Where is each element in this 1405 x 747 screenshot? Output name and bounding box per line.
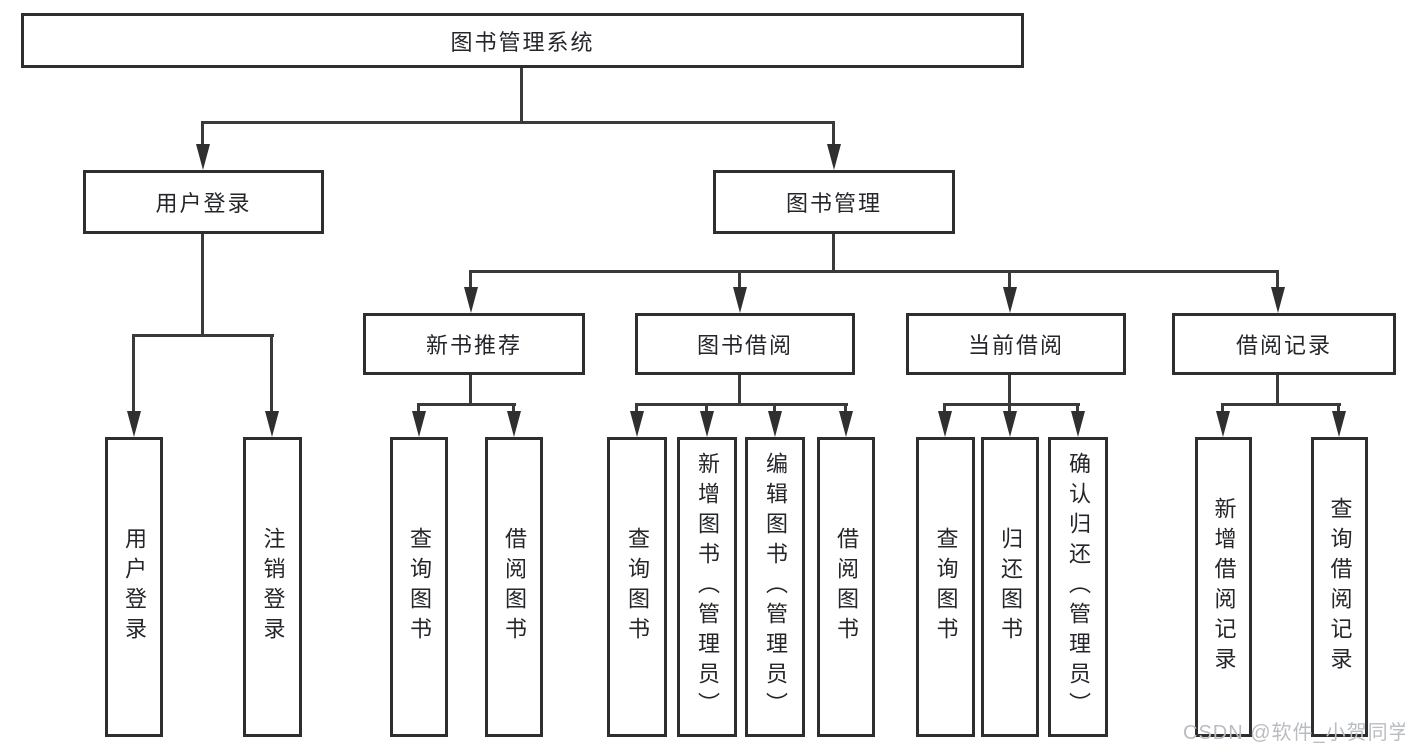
node-library-system-label: 图书管理系统 bbox=[450, 29, 595, 55]
connector-line bbox=[844, 405, 847, 414]
leaf-query-books-recommend-label: 查询图书 bbox=[407, 527, 432, 647]
connector-line bbox=[635, 405, 638, 414]
leaf-confirm-return-admin-label: 确认归还（管理员） bbox=[1066, 452, 1091, 722]
leaf-logout: 注销登录 bbox=[243, 437, 302, 737]
arrow-down-icon bbox=[196, 144, 210, 170]
node-borrowing-records-label: 借阅记录 bbox=[1235, 333, 1332, 358]
leaf-confirm-return-admin: 确认归还（管理员） bbox=[1048, 437, 1108, 737]
connector-line bbox=[1337, 405, 1340, 414]
connector-line bbox=[469, 375, 472, 405]
connector-line bbox=[132, 336, 135, 414]
connector-line bbox=[1008, 375, 1011, 405]
arrow-down-icon bbox=[412, 411, 426, 437]
leaf-borrow-books-label: 借阅图书 bbox=[834, 527, 859, 647]
arrow-down-icon bbox=[630, 411, 644, 437]
leaf-return-books-label: 归还图书 bbox=[998, 527, 1023, 647]
arrow-down-icon bbox=[733, 287, 747, 313]
leaf-borrow-books-recommend-label: 借阅图书 bbox=[502, 527, 527, 647]
leaf-add-books-admin: 新增图书（管理员） bbox=[677, 437, 737, 737]
node-book-management-label: 图书管理 bbox=[785, 191, 882, 216]
connector-line bbox=[1276, 375, 1279, 405]
leaf-edit-books-admin: 编辑图书（管理员） bbox=[745, 437, 805, 737]
arrow-down-icon bbox=[938, 411, 952, 437]
node-current-borrowing-label: 当前借阅 bbox=[967, 333, 1064, 358]
connector-line bbox=[738, 375, 741, 405]
connector-line bbox=[1221, 403, 1341, 406]
connector-line bbox=[1008, 405, 1011, 414]
leaf-query-books-current-label: 查询图书 bbox=[933, 527, 959, 647]
node-book-management: 图书管理 bbox=[713, 170, 955, 234]
leaf-query-books-recommend: 查询图书 bbox=[390, 437, 448, 737]
connector-line bbox=[201, 121, 835, 124]
connector-line bbox=[832, 234, 835, 272]
leaf-query-borrow-record-label: 查询借阅记录 bbox=[1327, 497, 1353, 677]
arrow-down-icon bbox=[1003, 287, 1017, 313]
arrow-down-icon bbox=[1071, 411, 1085, 437]
watermark: CSDN @软件_小贺同学 bbox=[1183, 722, 1405, 744]
connector-line bbox=[417, 403, 516, 406]
leaf-user-login: 用户登录 bbox=[105, 437, 163, 737]
connector-line bbox=[469, 272, 472, 290]
node-current-borrowing: 当前借阅 bbox=[906, 313, 1126, 375]
connector-line bbox=[943, 405, 946, 414]
connector-line bbox=[1008, 272, 1011, 290]
connector-line bbox=[520, 68, 523, 123]
node-user-login: 用户登录 bbox=[83, 170, 324, 234]
node-new-book-recommend: 新书推荐 bbox=[363, 313, 585, 375]
connector-line bbox=[417, 405, 420, 414]
connector-line bbox=[943, 403, 1080, 406]
leaf-query-books-current: 查询图书 bbox=[916, 437, 975, 737]
leaf-borrow-books-recommend: 借阅图书 bbox=[485, 437, 543, 737]
connector-line bbox=[270, 336, 273, 414]
node-book-borrowing-label: 图书借阅 bbox=[696, 333, 793, 358]
leaf-add-books-admin-label: 新增图书（管理员） bbox=[695, 452, 720, 722]
leaf-add-borrow-record: 新增借阅记录 bbox=[1195, 437, 1252, 737]
connector-line bbox=[832, 123, 835, 147]
node-library-system: 图书管理系统 bbox=[21, 13, 1024, 68]
arrow-down-icon bbox=[1332, 411, 1346, 437]
connector-line bbox=[1276, 272, 1279, 290]
connector-line bbox=[1221, 405, 1224, 414]
arrow-down-icon bbox=[1003, 411, 1017, 437]
arrow-down-icon bbox=[1271, 287, 1285, 313]
connector-line bbox=[773, 405, 776, 414]
leaf-query-books-borrowing: 查询图书 bbox=[607, 437, 667, 737]
node-user-login-label: 用户登录 bbox=[155, 191, 252, 216]
arrow-down-icon bbox=[507, 411, 521, 437]
connector-line bbox=[705, 405, 708, 414]
arrow-down-icon bbox=[768, 411, 782, 437]
connector-line bbox=[1076, 405, 1079, 414]
node-book-borrowing: 图书借阅 bbox=[635, 313, 855, 375]
connector-line bbox=[635, 403, 848, 406]
leaf-logout-label: 注销登录 bbox=[260, 527, 286, 647]
connector-line bbox=[132, 334, 274, 337]
leaf-add-borrow-record-label: 新增借阅记录 bbox=[1211, 497, 1237, 677]
connector-line bbox=[512, 405, 515, 414]
connector-line bbox=[201, 234, 204, 336]
arrow-down-icon bbox=[839, 411, 853, 437]
leaf-borrow-books: 借阅图书 bbox=[817, 437, 875, 737]
node-borrowing-records: 借阅记录 bbox=[1172, 313, 1396, 375]
arrow-down-icon bbox=[265, 411, 279, 437]
arrow-down-icon bbox=[700, 411, 714, 437]
arrow-down-icon bbox=[127, 411, 141, 437]
arrow-down-icon bbox=[464, 287, 478, 313]
leaf-return-books: 归还图书 bbox=[981, 437, 1039, 737]
leaf-edit-books-admin-label: 编辑图书（管理员） bbox=[763, 452, 788, 722]
connector-line bbox=[738, 272, 741, 290]
leaf-query-books-borrowing-label: 查询图书 bbox=[625, 527, 650, 647]
node-new-book-recommend-label: 新书推荐 bbox=[425, 333, 522, 358]
arrow-down-icon bbox=[827, 144, 841, 170]
arrow-down-icon bbox=[1216, 411, 1230, 437]
connector-line bbox=[201, 123, 204, 147]
connector-line bbox=[469, 270, 1279, 273]
leaf-user-login-label: 用户登录 bbox=[122, 527, 147, 647]
leaf-query-borrow-record: 查询借阅记录 bbox=[1311, 437, 1368, 737]
